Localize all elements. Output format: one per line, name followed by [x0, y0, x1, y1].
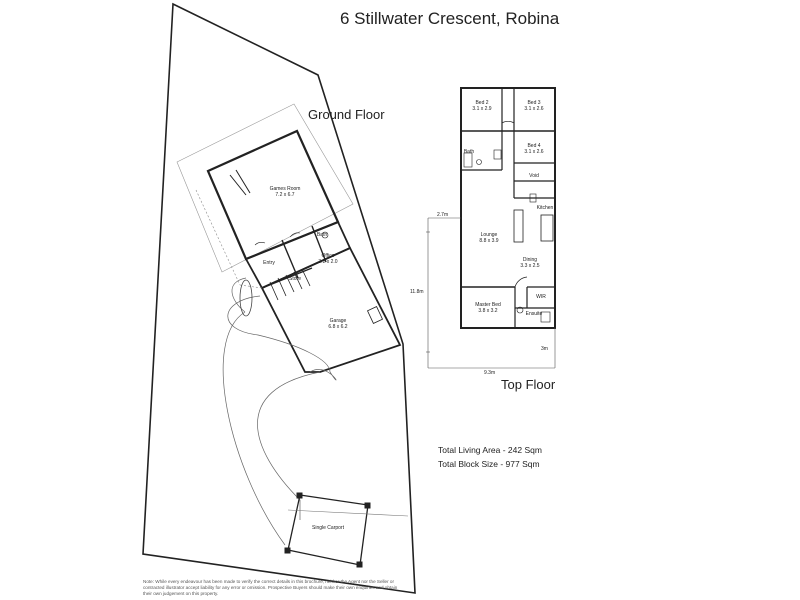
ground-roof-outline: [176, 103, 354, 273]
dim-top-offset: 2.7m: [437, 212, 449, 218]
room-office-name: Office: [321, 253, 335, 259]
room-bed3-size: 3.1 x 2.6: [524, 106, 544, 112]
room-bed2: Bed 2 3.1 x 2.9: [472, 100, 491, 112]
room-entry: Entry: [263, 260, 275, 266]
driveway: [222, 277, 337, 546]
room-top-bath: Bath: [464, 149, 474, 155]
room-lounge: Lounge 8.8 x 3.9: [479, 232, 498, 244]
room-bed2-name: Bed 2: [475, 100, 489, 106]
room-ground-bath-name: Bath: [316, 232, 328, 238]
room-bed2-size: 3.1 x 2.9: [472, 106, 492, 112]
room-ensuite-name: Ensuite: [525, 311, 543, 317]
room-wir-name: WIR: [536, 294, 546, 300]
dim-height: 11.8m: [410, 289, 424, 295]
total-living-area: Total Living Area - 242 Sqm: [438, 445, 542, 455]
top-dimension-lines: [426, 217, 556, 369]
total-block-size: Total Block Size - 977 Sqm: [438, 459, 540, 469]
room-store: Store: [289, 276, 301, 282]
room-master-size: 3.8 x 3.2: [478, 308, 498, 314]
room-ensuite: Ensuite: [526, 311, 543, 317]
room-carport: Single Carport: [312, 525, 344, 531]
room-kitchen-name: Kitchen: [536, 205, 554, 211]
ground-dotted-paths: [195, 189, 263, 289]
room-garage-name: Garage: [329, 318, 347, 324]
room-garage-size: 6.8 x 6.2: [328, 324, 348, 330]
room-office: Office 3.2 x 2.0: [318, 253, 337, 265]
room-games-room-name: Games Room: [269, 186, 301, 192]
room-office-size: 3.2 x 2.0: [318, 259, 338, 265]
room-lounge-size: 8.8 x 3.9: [479, 238, 499, 244]
room-void: Void: [529, 173, 539, 179]
room-carport-name: Single Carport: [312, 525, 344, 531]
room-bed4-name: Bed 4: [527, 143, 541, 149]
room-dining-name: Dining: [522, 257, 538, 263]
ground-floor-walls: [206, 129, 402, 373]
room-lounge-name: Lounge: [480, 232, 498, 238]
dim-width: 9.3m: [484, 370, 496, 376]
room-master: Master Bed 3.8 x 3.2: [475, 302, 501, 314]
room-ground-bath: Bath: [317, 232, 327, 238]
page-title: 6 Stillwater Crescent, Robina: [340, 9, 560, 28]
room-kitchen: Kitchen: [537, 205, 554, 211]
room-void-name: Void: [529, 173, 539, 179]
block-boundary: [142, 2, 416, 594]
carport-structure: [284, 492, 409, 568]
ground-floor-label: Ground Floor: [308, 107, 385, 122]
room-entry-name: Entry: [263, 260, 275, 266]
room-games-room: Games Room 7.2 x 6.7: [270, 186, 301, 198]
dim-side: 3m: [541, 346, 548, 352]
room-bed3: Bed 3 3.1 x 2.6: [524, 100, 543, 112]
disclaimer-note: Note: While every endeavour has been mad…: [143, 579, 398, 596]
top-floor-walls: [460, 87, 556, 329]
room-bed4: Bed 4 3.1 x 2.6: [524, 143, 543, 155]
room-store-name: Store: [289, 276, 301, 282]
room-games-room-size: 7.2 x 6.7: [275, 192, 295, 198]
room-garage: Garage 6.8 x 6.2: [328, 318, 347, 330]
room-wir: WIR: [536, 294, 546, 300]
room-dining: Dining 3.3 x 2.5: [520, 257, 539, 269]
room-bed4-size: 3.1 x 2.6: [524, 149, 544, 155]
room-dining-size: 3.3 x 2.5: [520, 263, 540, 269]
room-bed3-name: Bed 3: [527, 100, 541, 106]
top-floor-label: Top Floor: [501, 377, 556, 392]
room-master-name: Master Bed: [475, 302, 501, 308]
room-top-bath-name: Bath: [463, 149, 475, 155]
